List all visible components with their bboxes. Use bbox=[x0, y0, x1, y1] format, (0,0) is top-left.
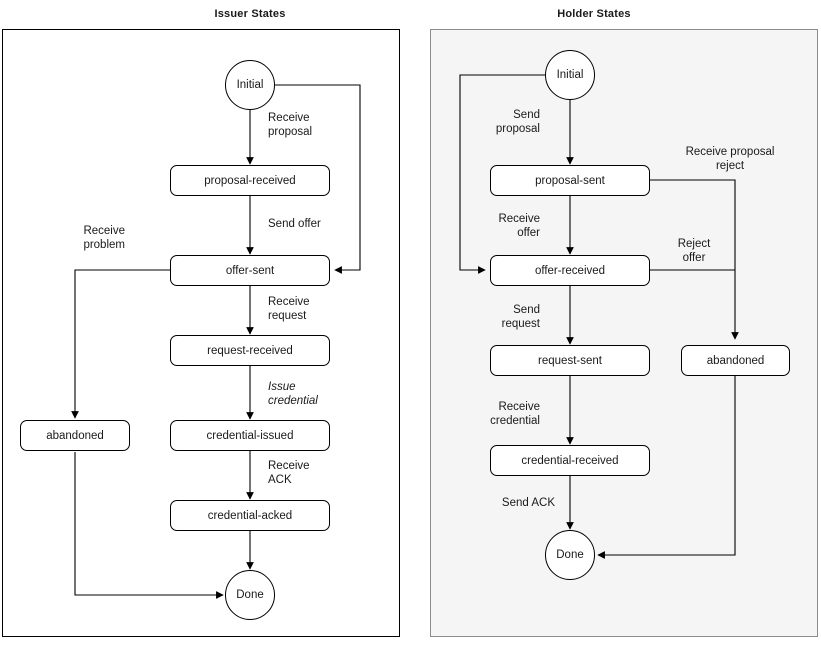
state-holder-done[interactable]: Done bbox=[545, 530, 595, 580]
state-label: credential-acked bbox=[207, 509, 293, 522]
state-holder-proposal-sent[interactable]: proposal-sent bbox=[490, 165, 650, 196]
state-label: proposal-sent bbox=[535, 174, 605, 187]
state-issuer-initial[interactable]: Initial bbox=[225, 60, 275, 110]
state-issuer-offer-sent[interactable]: offer-sent bbox=[170, 255, 330, 286]
state-label: proposal-received bbox=[204, 174, 296, 187]
state-holder-abandoned[interactable]: abandoned bbox=[681, 345, 790, 376]
panel-title-issuer: Issuer States bbox=[214, 8, 286, 20]
state-label: Done bbox=[556, 549, 584, 561]
state-issuer-abandoned[interactable]: abandoned bbox=[20, 420, 130, 451]
state-label: request-sent bbox=[538, 354, 602, 367]
state-label: Done bbox=[236, 589, 264, 601]
state-issuer-done[interactable]: Done bbox=[225, 570, 275, 620]
state-label: offer-sent bbox=[225, 264, 275, 277]
state-issuer-credential-acked[interactable]: credential-acked bbox=[170, 500, 330, 531]
panel-title-holder: Holder States bbox=[557, 8, 631, 20]
state-holder-offer-received[interactable]: offer-received bbox=[490, 255, 650, 286]
state-label: abandoned bbox=[46, 429, 104, 442]
state-holder-request-sent[interactable]: request-sent bbox=[490, 345, 650, 376]
panel-issuer-states bbox=[2, 29, 400, 637]
state-label: offer-received bbox=[534, 264, 606, 277]
state-issuer-proposal-received[interactable]: proposal-received bbox=[170, 165, 330, 196]
state-issuer-credential-issued[interactable]: credential-issued bbox=[170, 420, 330, 451]
state-label: credential-issued bbox=[206, 429, 294, 442]
state-issuer-request-received[interactable]: request-received bbox=[170, 335, 330, 366]
state-label: abandoned bbox=[706, 354, 765, 367]
state-label: Initial bbox=[236, 79, 264, 91]
state-label: request-received bbox=[207, 344, 293, 357]
state-label: credential-received bbox=[521, 454, 619, 467]
state-holder-initial[interactable]: Initial bbox=[545, 50, 595, 100]
panel-holder-states bbox=[430, 29, 818, 637]
state-label: Initial bbox=[556, 69, 584, 81]
state-holder-credential-received[interactable]: credential-received bbox=[490, 445, 650, 476]
